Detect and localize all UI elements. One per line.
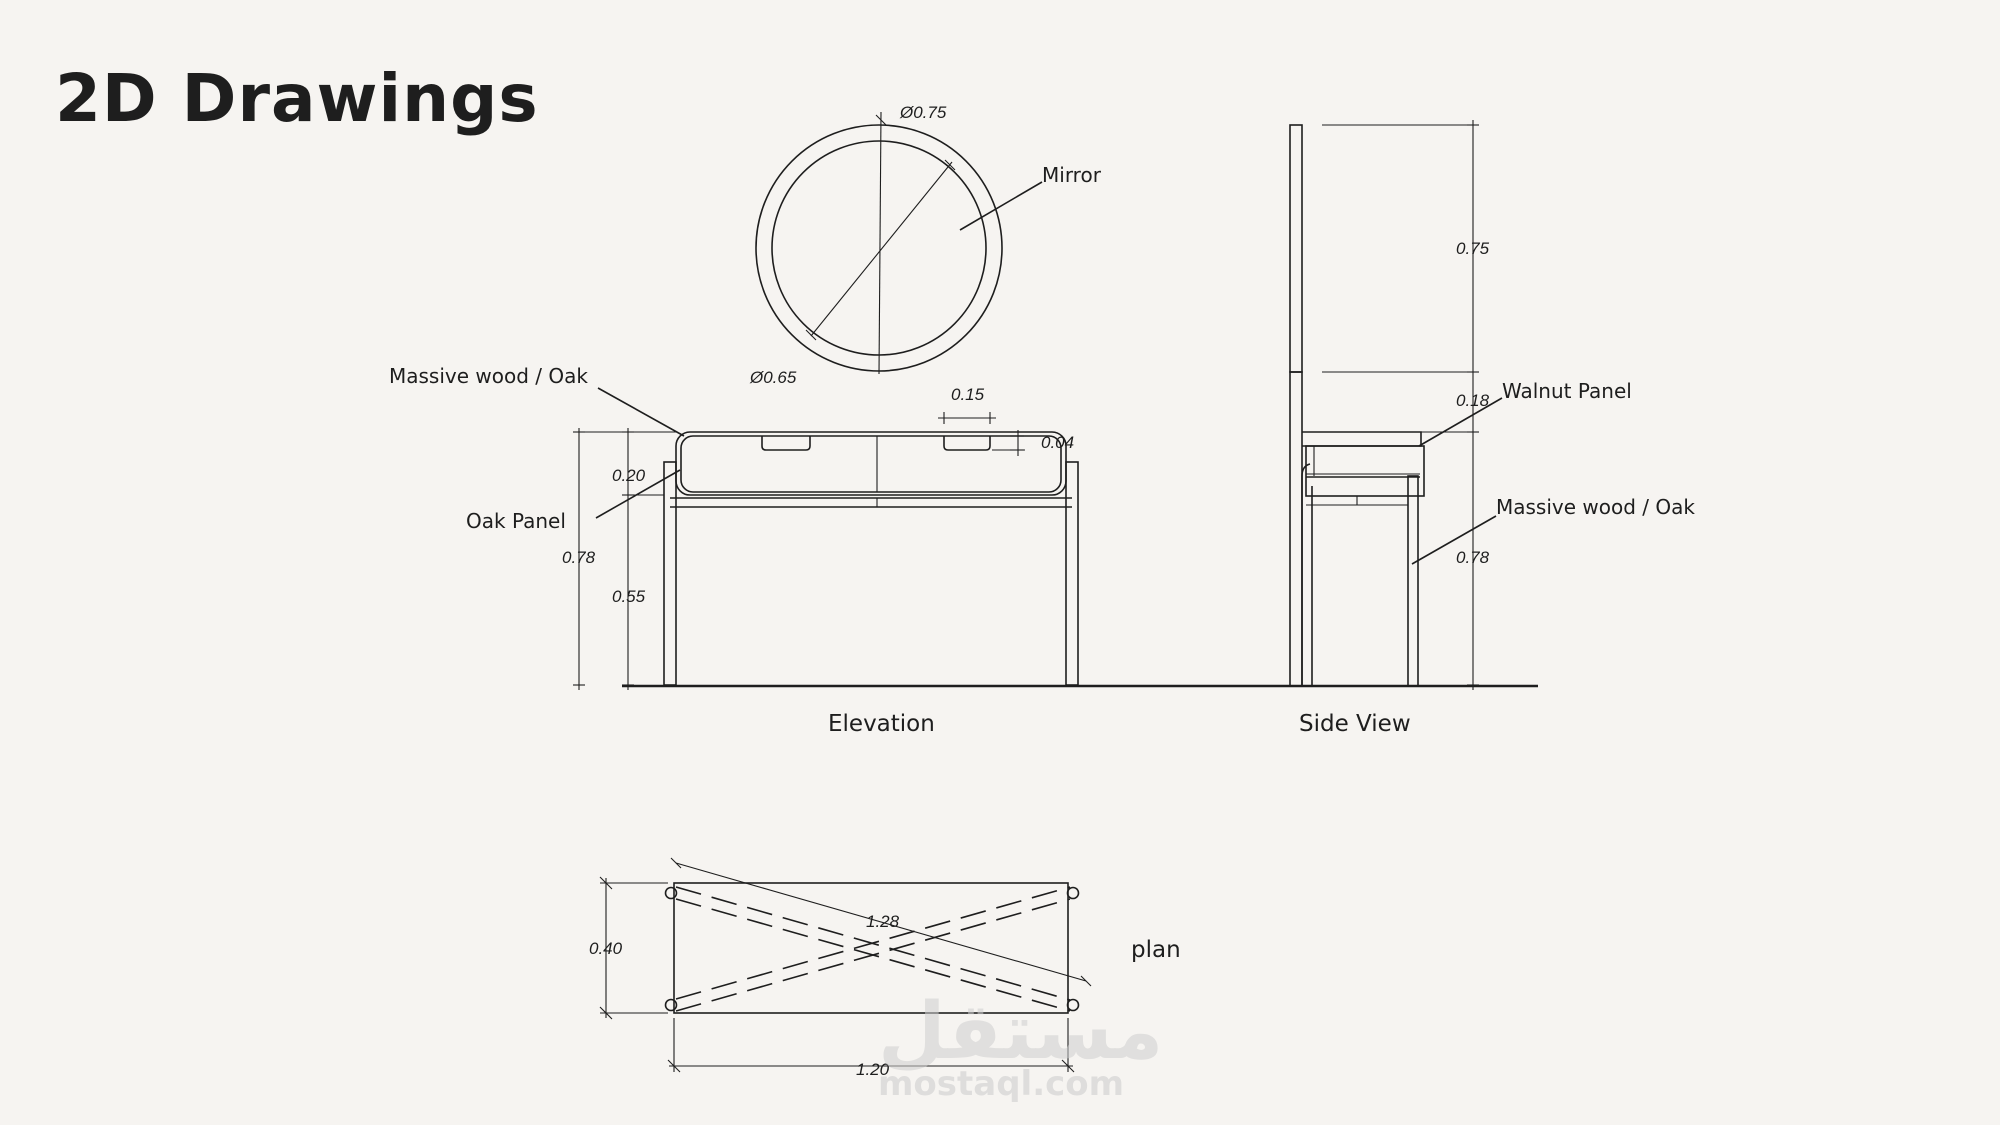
page-title: 2D Drawings (55, 60, 539, 137)
plan-leg (1066, 886, 1080, 900)
watermark-arabic: مستقل (878, 987, 1163, 1077)
side-view-drawing: 0.75 0.18 0.78 Walnut Panel Massive wood… (1289, 120, 1695, 690)
mirror-tick (875, 114, 887, 126)
drawer-handle-right (943, 436, 991, 451)
drawer-box-outer (675, 431, 1067, 496)
plan-caption: plan (1131, 937, 1181, 963)
mirror-leader (959, 181, 1043, 231)
mirror-diagonal-dim-line (810, 161, 953, 337)
mirror-tick (944, 159, 956, 171)
plan-leg (1066, 998, 1080, 1012)
mirror-inner-dim: Ø0.65 (749, 368, 797, 387)
side-mirror-height-dim: 0.75 (1456, 239, 1490, 258)
mirror-vertical-dim-line (878, 111, 882, 375)
leg-left (663, 461, 677, 686)
oak-panel-leader (595, 469, 681, 519)
mirror-label: Mirror (1042, 163, 1102, 187)
plan-diagonal-dim-line (675, 862, 1087, 982)
drawer-height-dim: 0.20 (612, 466, 646, 485)
massive-wood-leader-right (1411, 515, 1497, 565)
watermark-latin: mostaql.com (878, 1064, 1124, 1104)
leg-right (1065, 461, 1079, 686)
handle-width-dim: 0.15 (951, 385, 985, 404)
massive-wood-leader-left (597, 387, 685, 437)
drawer-handle-left (761, 436, 811, 451)
dim-tick (599, 876, 613, 890)
massive-wood-label-right: Massive wood / Oak (1496, 495, 1695, 519)
walnut-panel-label: Walnut Panel (1502, 379, 1632, 403)
plan-width-dim: 1.20 (856, 1060, 890, 1079)
side-board-lower (1289, 371, 1303, 687)
side-panel-dim: 0.18 (1456, 391, 1490, 410)
dim-tick (667, 1059, 681, 1073)
side-back-leg (1407, 475, 1419, 687)
side-walnut-panel (1305, 445, 1425, 497)
handle-depth-dim: 0.04 (1041, 433, 1074, 452)
side-view-caption: Side View (1299, 711, 1411, 737)
plan-leg (664, 998, 678, 1012)
side-front-leg (1301, 463, 1313, 686)
side-mirror-board (1289, 124, 1303, 373)
mirror-drawing: Ø0.75 Ø0.65 Mirror (749, 103, 1102, 387)
side-top (1302, 431, 1422, 447)
total-height-elev-dim: 0.78 (562, 548, 596, 567)
side-total-height-dim: 0.78 (1456, 548, 1490, 567)
plan-depth-dim: 0.40 (589, 939, 623, 958)
massive-wood-label-left: Massive wood / Oak (389, 364, 588, 388)
drawer-box-inner (680, 435, 1062, 493)
dim-tick (1061, 1059, 1075, 1073)
dim-tick (599, 1006, 613, 1020)
plan-diagonal-dim: 1.28 (866, 912, 900, 931)
walnut-panel-leader (1418, 397, 1503, 447)
oak-panel-label: Oak Panel (466, 509, 566, 533)
mirror-tick (805, 329, 817, 341)
watermark: مستقل mostaql.com (878, 987, 1163, 1104)
leg-height-dim: 0.55 (612, 587, 646, 606)
plan-drawing: 1.28 0.40 1.20 plan (589, 857, 1181, 1079)
elevation-caption: Elevation (828, 711, 935, 737)
plan-brace-dashed (675, 886, 1071, 1000)
dim-tick (670, 857, 682, 869)
dim-tick (1080, 975, 1092, 987)
plan-brace-dashed (675, 898, 1071, 1012)
plan-outline (673, 882, 1069, 1014)
elevation-drawing: 0.15 0.04 0.20 0.78 0.55 Massive wood / … (389, 364, 1079, 690)
plan-leg (664, 886, 678, 900)
mirror-outer-dim: Ø0.75 (899, 103, 947, 122)
